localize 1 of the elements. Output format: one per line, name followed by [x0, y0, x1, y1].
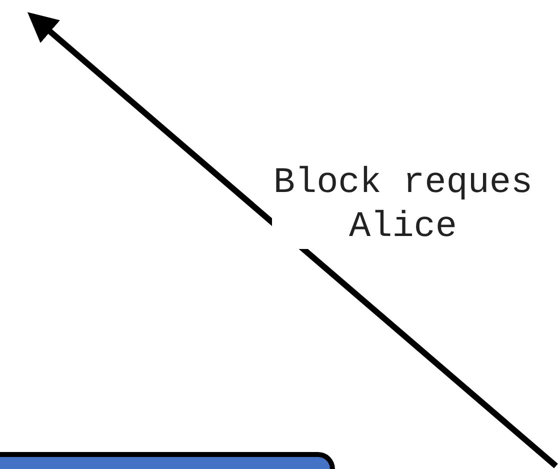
rounded-box: [0, 452, 335, 469]
